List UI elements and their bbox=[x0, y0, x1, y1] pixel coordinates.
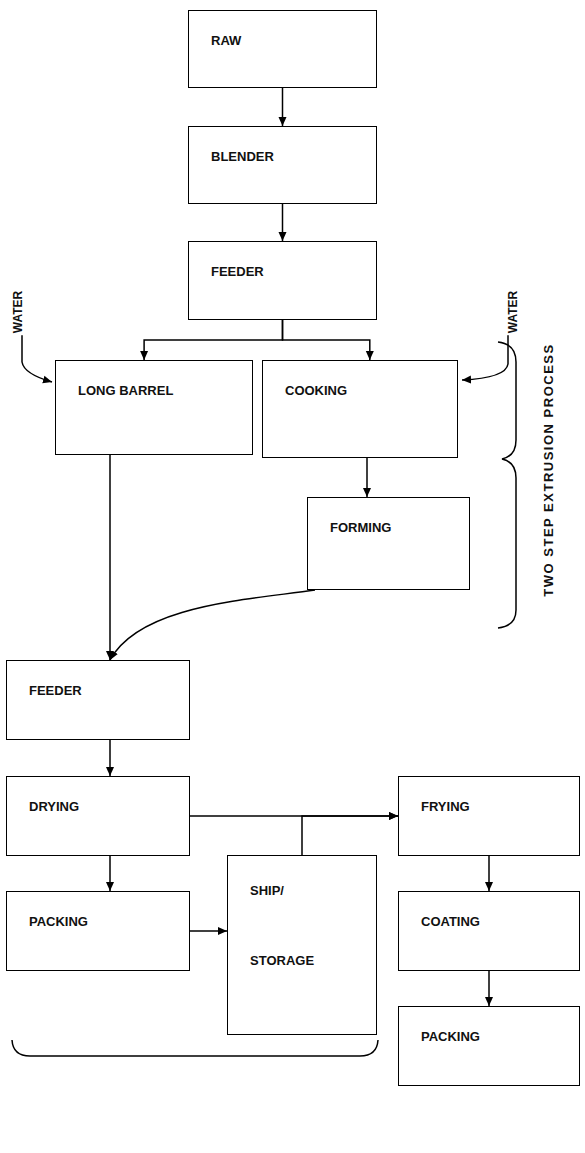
box-label: RAW bbox=[211, 33, 354, 49]
flow-arrow bbox=[282, 204, 284, 241]
box-label: FEEDER bbox=[29, 683, 167, 699]
flow-arrow bbox=[109, 455, 111, 660]
process-box: LONG BARREL bbox=[55, 360, 253, 455]
process-label: TWO STEP EXTRUSION PROCESS bbox=[541, 341, 556, 598]
box-label: COATING bbox=[421, 914, 557, 930]
process-box: BLENDER bbox=[188, 126, 377, 204]
process-bracket bbox=[498, 342, 516, 628]
flow-arrow bbox=[366, 458, 368, 497]
box-label: COOKING bbox=[285, 383, 435, 399]
water-inlet-arrow bbox=[462, 330, 508, 380]
process-box: DRYING bbox=[6, 776, 190, 856]
inlet-label: WATER bbox=[11, 289, 25, 335]
flow-arrow bbox=[109, 740, 111, 776]
flow-arrow bbox=[283, 320, 370, 360]
process-box: COOKING bbox=[262, 360, 458, 458]
flow-arrow bbox=[302, 816, 398, 855]
box-label: DRYING bbox=[29, 799, 167, 815]
flow-arrow bbox=[144, 320, 282, 360]
process-box: FORMING bbox=[307, 497, 470, 590]
flow-arrow bbox=[488, 971, 490, 1006]
water-inlet-arrow bbox=[22, 330, 52, 382]
box-label: PACKING bbox=[421, 1029, 557, 1045]
box-label: FEEDER bbox=[211, 264, 354, 280]
flow-arrow bbox=[282, 88, 284, 126]
box-label: PACKING bbox=[29, 914, 167, 930]
process-box: FEEDER bbox=[6, 660, 190, 740]
process-box: SHIP/ STORAGE bbox=[227, 855, 377, 1035]
box-label: SHIP/ STORAGE bbox=[250, 856, 320, 996]
box-label: LONG BARREL bbox=[78, 383, 230, 399]
box-label: FRYING bbox=[421, 799, 557, 815]
flow-arrow bbox=[488, 856, 490, 891]
process-box: COATING bbox=[398, 891, 580, 971]
process-box: PACKING bbox=[6, 891, 190, 971]
process-box: PACKING bbox=[398, 1006, 580, 1086]
inlet-label: WATER bbox=[506, 289, 520, 335]
process-box: RAW bbox=[188, 10, 377, 88]
flow-arrow bbox=[190, 930, 227, 932]
flow-arrow bbox=[109, 856, 111, 891]
process-box: FEEDER bbox=[188, 241, 377, 320]
box-label: FORMING bbox=[330, 520, 447, 536]
group-bracket bbox=[12, 1040, 378, 1056]
box-label: BLENDER bbox=[211, 149, 354, 165]
process-box: FRYING bbox=[398, 776, 580, 856]
flow-arrow bbox=[110, 590, 315, 660]
